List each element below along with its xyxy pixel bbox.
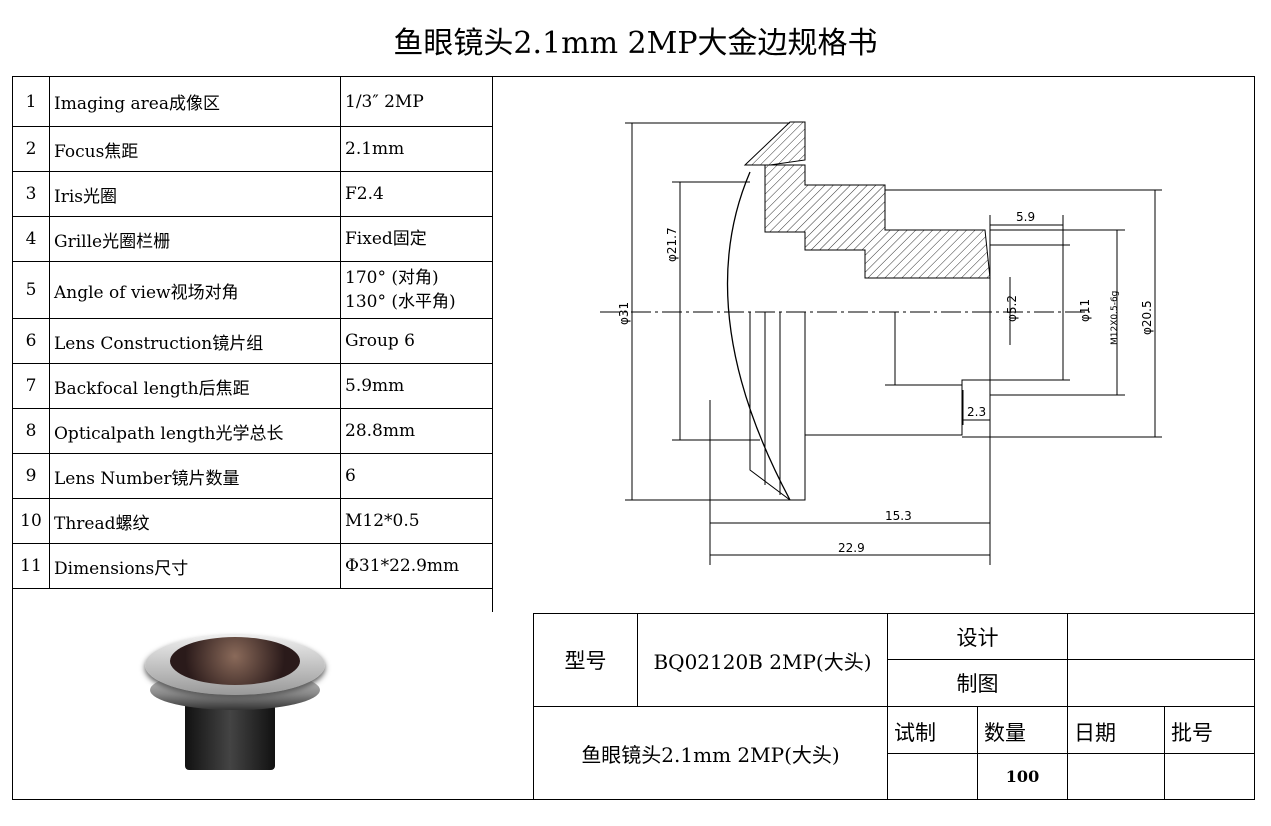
dim-22-9: 22.9 bbox=[838, 541, 865, 555]
divider bbox=[492, 76, 493, 612]
batch-value bbox=[1164, 753, 1255, 800]
spec-value-line: 130° (水平角) bbox=[345, 292, 456, 312]
model-label: 型号 bbox=[533, 613, 638, 707]
dim-d5-2: φ5.2 bbox=[1005, 295, 1019, 322]
date-label: 日期 bbox=[1067, 706, 1165, 754]
quantity-label: 数量 bbox=[977, 706, 1068, 754]
dim-d11: φ11 bbox=[1078, 299, 1092, 322]
design-value bbox=[1067, 613, 1255, 660]
design-label: 设计 bbox=[887, 613, 1068, 660]
model-value: BQ02120B 2MP(大头) bbox=[637, 613, 888, 707]
product-name: 鱼眼镜头2.1mm 2MP(大头) bbox=[533, 706, 888, 800]
spec-value-line: 170° (对角) bbox=[345, 268, 439, 288]
dim-d20-5: φ20.5 bbox=[1140, 300, 1154, 335]
dim-d21-7: φ21.7 bbox=[665, 227, 679, 262]
dim-2-3: 2.3 bbox=[967, 405, 986, 419]
date-value bbox=[1067, 753, 1165, 800]
lens-photo bbox=[140, 625, 330, 775]
drawing-value bbox=[1067, 659, 1255, 707]
dim-thread: M12X0.5-6g bbox=[1110, 291, 1120, 345]
trial-value bbox=[887, 753, 978, 800]
dim-5-9: 5.9 bbox=[1016, 210, 1035, 224]
batch-label: 批号 bbox=[1164, 706, 1255, 754]
drawing-label: 制图 bbox=[887, 659, 1068, 707]
spec-value: 170° (对角) 130° (水平角) bbox=[340, 261, 493, 319]
dim-d31: φ31 bbox=[617, 302, 631, 325]
trial-label: 试制 bbox=[887, 706, 978, 754]
quantity-value: 100 bbox=[977, 753, 1068, 800]
page-title: 鱼眼镜头2.1mm 2MP大金边规格书 bbox=[393, 26, 878, 61]
dim-15-3: 15.3 bbox=[885, 509, 912, 523]
